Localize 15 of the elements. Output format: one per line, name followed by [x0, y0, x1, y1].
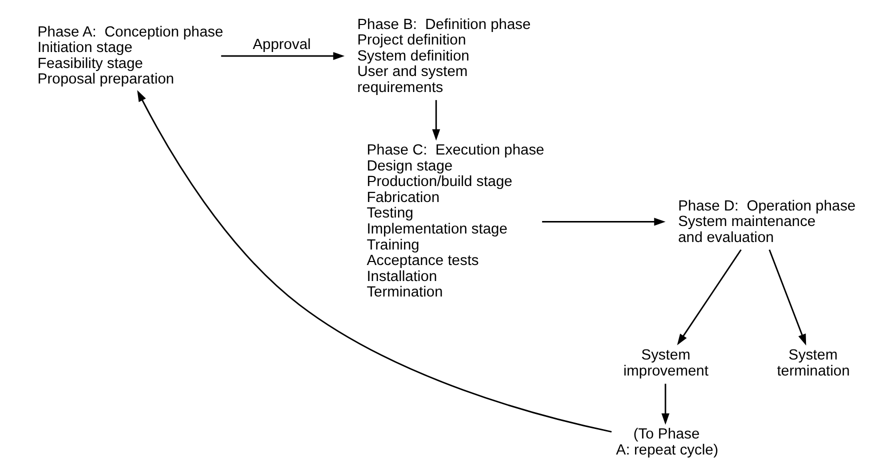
- arrow: [660, 384, 669, 425]
- node-text: Phase D: Operation phase System maintenance and evaluation: [678, 198, 856, 246]
- arrow: [136, 90, 612, 432]
- arrow: [676, 249, 742, 346]
- arrow: [220, 52, 344, 60]
- arrow: [768, 249, 806, 346]
- arrow: [432, 100, 440, 141]
- edge-label: Approval: [252, 36, 310, 53]
- node-text: Phase A: Conception phase Initiation stage Feasibility stage Proposal preparation: [36, 24, 223, 88]
- arrow: [542, 218, 666, 226]
- node-text: Phase B: Definition phase Project definition System definition User and system requirements: [356, 16, 530, 96]
- node-text: System improvement: [622, 348, 708, 380]
- node-text: (To Phase A: repeat cycle): [616, 426, 718, 458]
- node-text: System termination: [776, 348, 850, 380]
- node-text: Phase C: Execution phase Design stage Production/build stage Fabrication Testing Implementation stage Training Acceptance tests Installation Termination: [366, 142, 544, 301]
